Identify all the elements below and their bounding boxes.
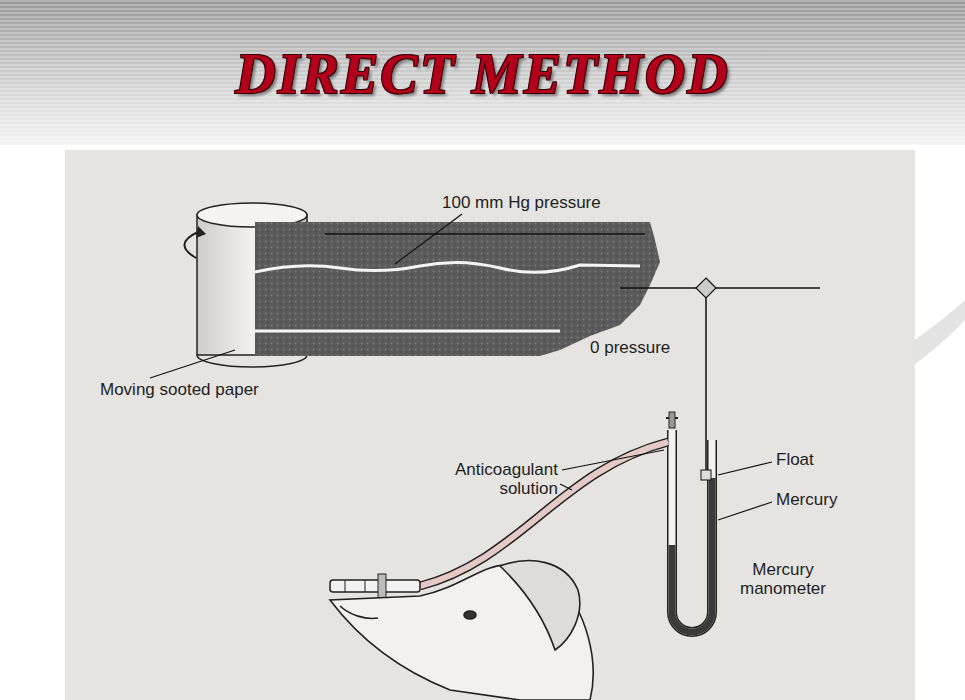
sooted-paper — [255, 222, 660, 356]
zero-label: 0 pressure — [588, 338, 672, 357]
leader-line — [718, 462, 772, 475]
cannula — [330, 574, 420, 598]
leader-line — [150, 350, 235, 378]
leader-line — [395, 214, 462, 264]
header-stripes — [0, 0, 965, 145]
pressure-label: 100 mm Hg pressure — [440, 193, 603, 212]
header-band — [0, 0, 965, 145]
dog-head — [330, 561, 593, 700]
leader-line — [560, 484, 572, 490]
rotation-arrow — [184, 226, 206, 258]
reference-line — [325, 233, 645, 235]
pressure-trace — [255, 262, 640, 272]
leader-line — [562, 450, 664, 470]
leader-line — [718, 502, 772, 520]
paper-label: Moving sooted paper — [100, 380, 259, 399]
mercury-label: Mercury — [776, 490, 837, 509]
slide-title: DIRECT METHOD — [0, 42, 965, 106]
float-label: Float — [776, 450, 814, 469]
zero-trace — [255, 330, 560, 333]
figure-ground — [65, 150, 915, 700]
manometer-label: Mercury manometer — [728, 560, 838, 598]
mercury-manometer — [666, 412, 712, 632]
solution-label: Anticoagulant solution — [400, 460, 558, 498]
